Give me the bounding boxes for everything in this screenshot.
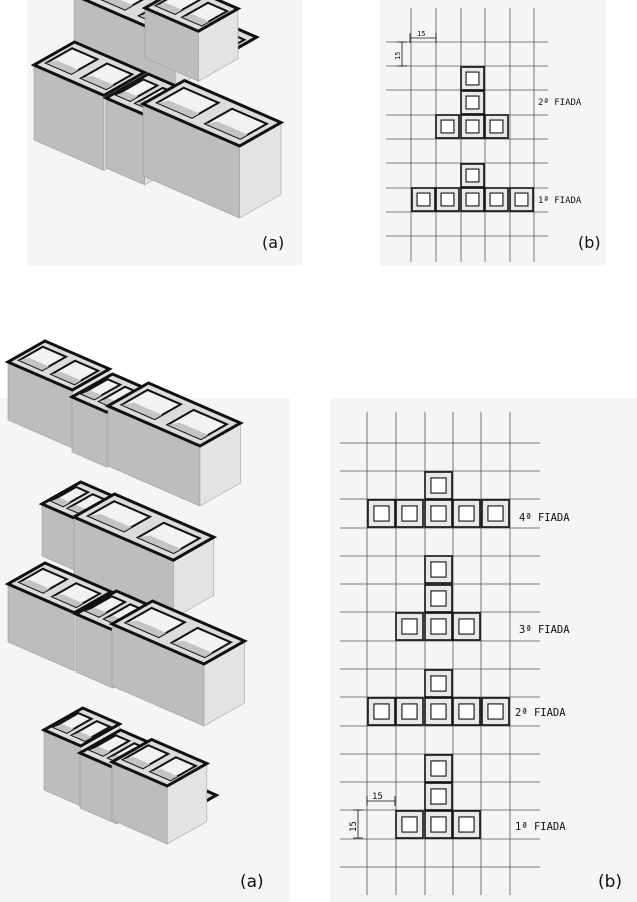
figure-1-isometric-blocks: [34, 0, 281, 218]
figure-1-label-b: (b): [578, 233, 601, 252]
figure-2-dim-vertical: 15: [349, 821, 359, 832]
figure-2-course-2-cell-hole: [402, 704, 417, 719]
figure-1-course-1-cell-hole: [417, 193, 430, 206]
figure-2-course-3-cell-hole: [402, 619, 417, 634]
figure-2-label-b: (b): [598, 872, 622, 892]
figure-2-course-1-cell-hole: [431, 817, 446, 832]
figure-2-course-4-cell-hole: [431, 478, 446, 493]
figure-2-course-2-cell-hole: [488, 704, 503, 719]
figure-2-course-4-cell-hole: [374, 506, 389, 521]
figure-2-course-1-label: 1ª FIADA: [515, 821, 566, 833]
figure-2-course-1-cell-hole: [431, 789, 446, 804]
figure-2-course-2-label: 2ª FIADA: [515, 707, 566, 719]
figure-2-course-2-cell-hole: [459, 704, 474, 719]
figure-2-course-3-label: 3ª FIADA: [519, 624, 570, 636]
figure-1-course-1-cell-hole: [466, 169, 479, 182]
figure-2-dim-horizontal: 15: [372, 792, 383, 802]
figure-1-course-2-cell-hole: [490, 120, 503, 133]
figure-1-course-1-cell-hole: [490, 193, 503, 206]
figure-2-course-1-cell-hole: [431, 761, 446, 776]
figure-2-course-4-cell-hole: [431, 506, 446, 521]
figure-2-course-2-cell-hole: [431, 704, 446, 719]
figure-2-course-3-cell-hole: [431, 619, 446, 634]
figure-2-course-4-cell-hole: [459, 506, 474, 521]
figure-2-course-3-cell-hole: [431, 591, 446, 606]
figure-2-course-4-cell-hole: [402, 506, 417, 521]
figure-1-course-2-cell-hole: [466, 120, 479, 133]
figure-2-course-2-cell-hole: [374, 704, 389, 719]
figure-1-course-1-cell-hole: [466, 193, 479, 206]
figure-1-course-1-cell-hole: [515, 193, 528, 206]
figure-2-label-a: (a): [240, 872, 264, 892]
figure-1-course-1-label: 1ª FIADA: [538, 196, 582, 206]
figure-1-course-2-cell-hole: [466, 72, 479, 85]
figure-1-course-1-cell-hole: [441, 193, 454, 206]
figure-2-dimension-marks: [353, 796, 395, 838]
figure-1-dim-vertical: 15: [394, 52, 402, 60]
figure-1-label-a: (a): [262, 233, 284, 252]
figure-2-course-1-cell-hole: [459, 817, 474, 832]
figure-1-course-2-cell-hole: [466, 96, 479, 109]
figure-2-course-2-cell-hole: [431, 676, 446, 691]
figure-2-course-1-cell-hole: [402, 817, 417, 832]
figure-1-dim-horizontal: 15: [417, 30, 425, 38]
figure-2-plan-cells: [368, 472, 509, 838]
figure-1-course-2-cell-hole: [441, 120, 454, 133]
figure-2-isometric-blocks: [8, 341, 245, 844]
figure-2-course-4-cell-hole: [488, 506, 503, 521]
figure-1-course-2-label: 2ª FIADA: [538, 98, 582, 108]
figure-2-course-4-label: 4ª FIADA: [519, 512, 570, 524]
figure-2-course-3-cell-hole: [431, 562, 446, 577]
figure-2-course-3-cell-hole: [459, 619, 474, 634]
